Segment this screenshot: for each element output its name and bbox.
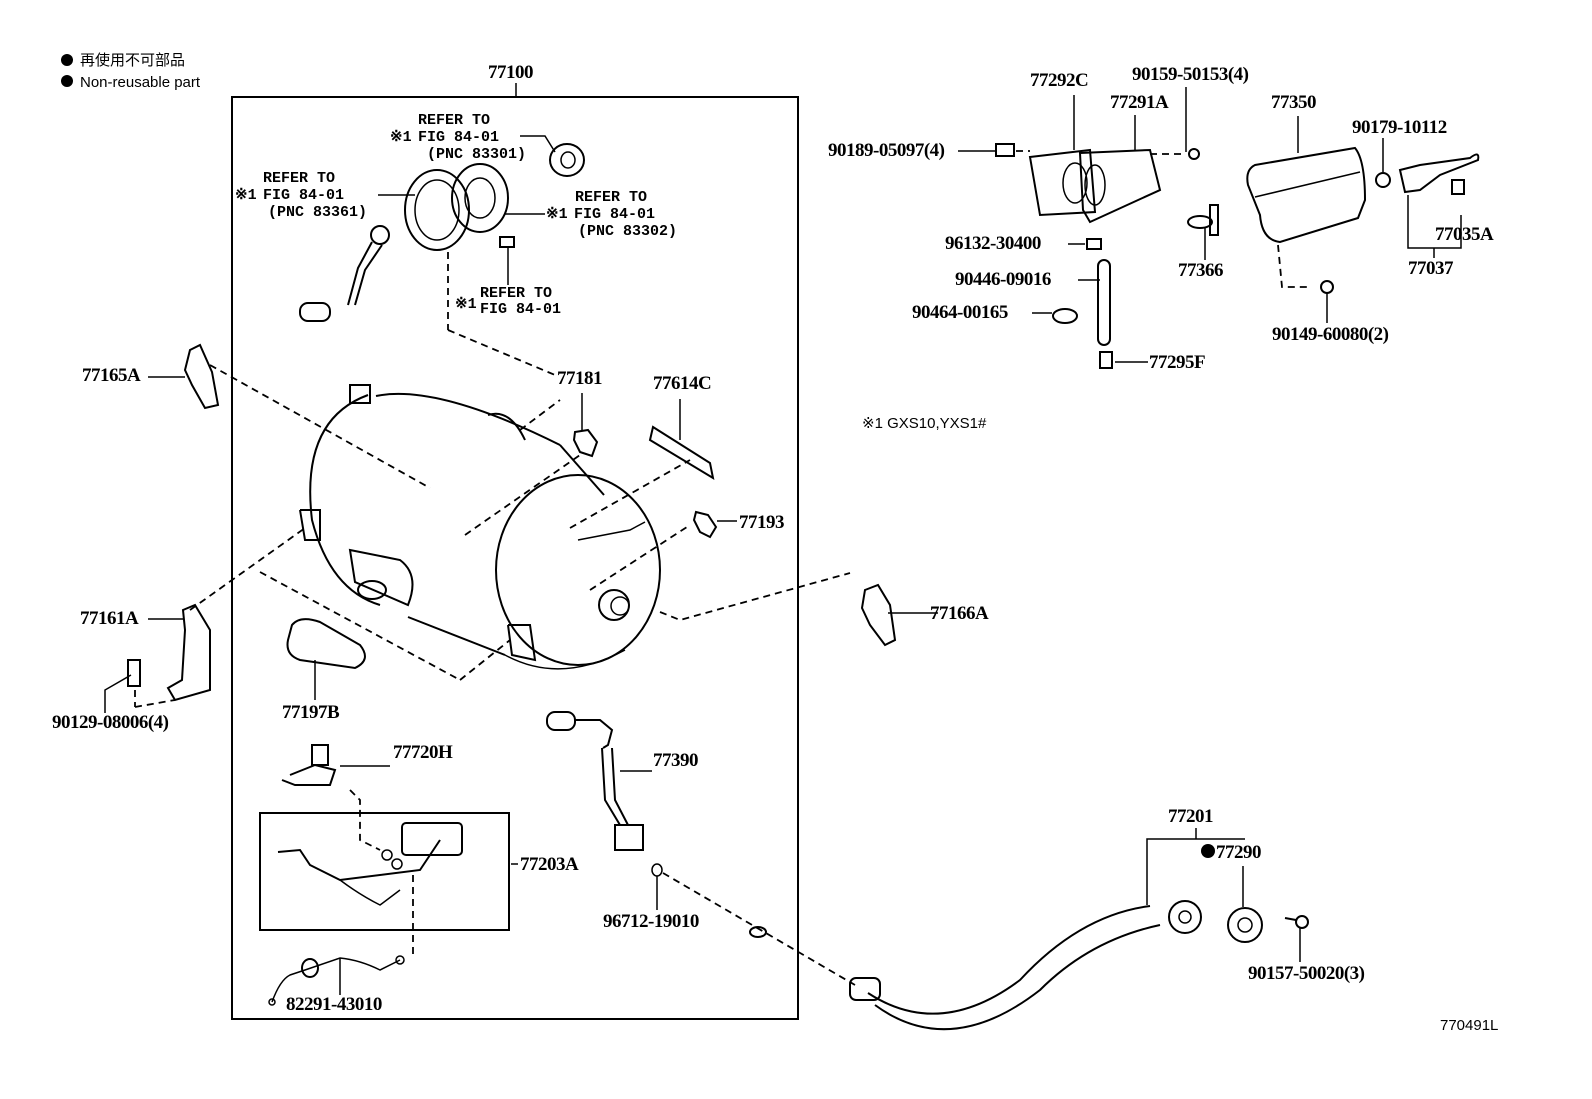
- svg-text:FIG 84-01: FIG 84-01: [480, 301, 561, 318]
- legend-en: Non-reusable part: [80, 74, 201, 91]
- refer-note-83302[interactable]: REFER TO ※1 FIG 84-01 (PNC 83302): [505, 189, 677, 240]
- part-90159-50153[interactable]: 90159-50153(4): [1132, 64, 1249, 160]
- svg-text:FIG 84-01: FIG 84-01: [263, 187, 344, 204]
- svg-text:※1: ※1: [455, 296, 477, 313]
- part-77166A[interactable]: 77166A: [860, 583, 990, 647]
- part-96712-19010[interactable]: 96712-19010: [603, 863, 856, 986]
- part-90129-08006[interactable]: 90129-08006(4): [52, 659, 176, 733]
- svg-text:77197B[interactable]: 77197B: [282, 702, 341, 723]
- part-96132-30400[interactable]: 96132-30400: [945, 233, 1102, 254]
- part-90179-10112[interactable]: 90179-10112: [1352, 117, 1447, 188]
- part-77165A[interactable]: 77165A: [82, 343, 220, 410]
- part-90149-60080[interactable]: 90149-60080(2): [1272, 280, 1389, 345]
- svg-text:※1: ※1: [390, 129, 412, 146]
- part-77181[interactable]: 77181: [557, 368, 603, 458]
- svg-text:77166A[interactable]: 77166A: [930, 603, 990, 624]
- svg-text:77203A[interactable]: 77203A: [520, 854, 580, 875]
- part-77037[interactable]: 77037: [1398, 153, 1480, 279]
- part-77295F[interactable]: 77295F: [1099, 351, 1206, 373]
- non-reusable-marker-icon: [1201, 844, 1215, 858]
- svg-text:96712-19010[interactable]: 96712-19010: [603, 911, 699, 932]
- svg-text:REFER TO: REFER TO: [575, 189, 647, 206]
- part-label-77100[interactable]: 77100: [488, 62, 534, 83]
- svg-text:※1: ※1: [546, 206, 568, 223]
- part-90446-09016[interactable]: 90446-09016: [955, 259, 1111, 346]
- svg-text:(PNC 83301): (PNC 83301): [427, 146, 526, 163]
- svg-text:FIG 84-01: FIG 84-01: [418, 129, 499, 146]
- part-77290[interactable]: 77290: [1201, 842, 1263, 943]
- svg-text:82291-43010[interactable]: 82291-43010: [286, 994, 382, 1015]
- legend-jp: 再使用不可部品: [80, 52, 185, 69]
- part-77390[interactable]: 77390: [546, 711, 699, 851]
- svg-text:77193[interactable]: 77193: [739, 512, 785, 533]
- part-90189-05097[interactable]: 90189-05097(4): [828, 140, 1030, 161]
- svg-text:77290[interactable]: 77290: [1216, 842, 1262, 863]
- svg-text:77201[interactable]: 77201: [1168, 806, 1214, 827]
- part-90464-00165[interactable]: 90464-00165: [912, 302, 1078, 324]
- svg-text:90157-50020(3)[interactable]: 90157-50020(3): [1248, 963, 1365, 984]
- svg-text:77295F[interactable]: 77295F: [1149, 352, 1206, 373]
- svg-text:96132-30400[interactable]: 96132-30400: [945, 233, 1041, 254]
- part-77203A[interactable]: 77203A: [259, 812, 580, 955]
- part-77292C[interactable]: 77292C: [1028, 70, 1097, 217]
- svg-text:77161A[interactable]: 77161A: [80, 608, 140, 629]
- svg-text:77350[interactable]: 77350: [1271, 92, 1317, 113]
- svg-text:90464-00165[interactable]: 90464-00165: [912, 302, 1008, 323]
- refer-note-83301[interactable]: REFER TO ※1 FIG 84-01 (PNC 83301): [390, 112, 556, 163]
- svg-text:77390[interactable]: 77390: [653, 750, 699, 771]
- refer-note-83361[interactable]: REFER TO ※1 FIG 84-01 (PNC 83361): [235, 170, 415, 221]
- fuel-pump-assembly-drawing: [299, 143, 585, 376]
- footnote: ※1 GXS10,YXS1#: [862, 415, 987, 432]
- assembly-frame: [231, 96, 799, 1020]
- svg-text:77366[interactable]: 77366: [1178, 260, 1224, 281]
- figure-id: 770491L: [1440, 1017, 1498, 1034]
- svg-text:77720H[interactable]: 77720H: [393, 742, 454, 763]
- svg-text:REFER TO: REFER TO: [480, 285, 552, 302]
- part-77720H[interactable]: 77720H: [281, 742, 454, 851]
- refer-note-fig84[interactable]: ※1 REFER TO FIG 84-01: [455, 248, 561, 318]
- svg-text:FIG 84-01: FIG 84-01: [574, 206, 655, 223]
- svg-text:77181[interactable]: 77181: [557, 368, 603, 389]
- svg-text:90129-08006(4)[interactable]: 90129-08006(4): [52, 712, 169, 733]
- fuel-tank-drawing: [189, 364, 851, 681]
- svg-text:77165A[interactable]: 77165A: [82, 365, 142, 386]
- part-77193[interactable]: 77193: [692, 510, 785, 539]
- svg-text:90159-50153(4)[interactable]: 90159-50153(4): [1132, 64, 1249, 85]
- part-77291A[interactable]: 77291A: [1078, 92, 1170, 224]
- svg-text:90446-09016[interactable]: 90446-09016: [955, 269, 1051, 290]
- svg-text:(PNC 83302): (PNC 83302): [578, 223, 677, 240]
- svg-text:77037[interactable]: 77037: [1408, 258, 1455, 279]
- svg-text:(PNC 83361): (PNC 83361): [268, 204, 367, 221]
- part-77201[interactable]: 77201: [849, 806, 1245, 1031]
- part-77366[interactable]: 77366: [1178, 204, 1224, 281]
- part-82291-43010[interactable]: 82291-43010: [268, 955, 405, 1015]
- part-77614C[interactable]: 77614C: [648, 373, 715, 481]
- part-90157-50020[interactable]: 90157-50020(3): [1248, 915, 1365, 984]
- svg-text:※1: ※1: [235, 187, 257, 204]
- legend: 再使用不可部品 Non-reusable part: [61, 52, 201, 91]
- svg-text:REFER TO: REFER TO: [418, 112, 490, 129]
- svg-text:77292C[interactable]: 77292C: [1030, 70, 1089, 91]
- bolt-icon: [127, 659, 141, 687]
- non-reusable-marker-icon: [61, 75, 73, 87]
- svg-text:REFER TO: REFER TO: [263, 170, 335, 187]
- svg-text:90149-60080(2)[interactable]: 90149-60080(2): [1272, 324, 1389, 345]
- part-77350[interactable]: 77350: [1246, 92, 1367, 288]
- part-77161A[interactable]: 77161A: [80, 603, 211, 702]
- assembly-77100[interactable]: 77100: [231, 62, 799, 1020]
- svg-text:77291A[interactable]: 77291A: [1110, 92, 1170, 113]
- svg-text:77614C[interactable]: 77614C: [653, 373, 712, 394]
- svg-text:90189-05097(4)[interactable]: 90189-05097(4): [828, 140, 945, 161]
- svg-text:90179-10112[interactable]: 90179-10112: [1352, 117, 1447, 138]
- svg-text:77035A[interactable]: 77035A: [1435, 224, 1495, 245]
- part-77035A[interactable]: 77035A: [1435, 179, 1495, 245]
- non-reusable-marker-icon: [61, 54, 73, 66]
- part-77197B[interactable]: 77197B: [282, 618, 366, 723]
